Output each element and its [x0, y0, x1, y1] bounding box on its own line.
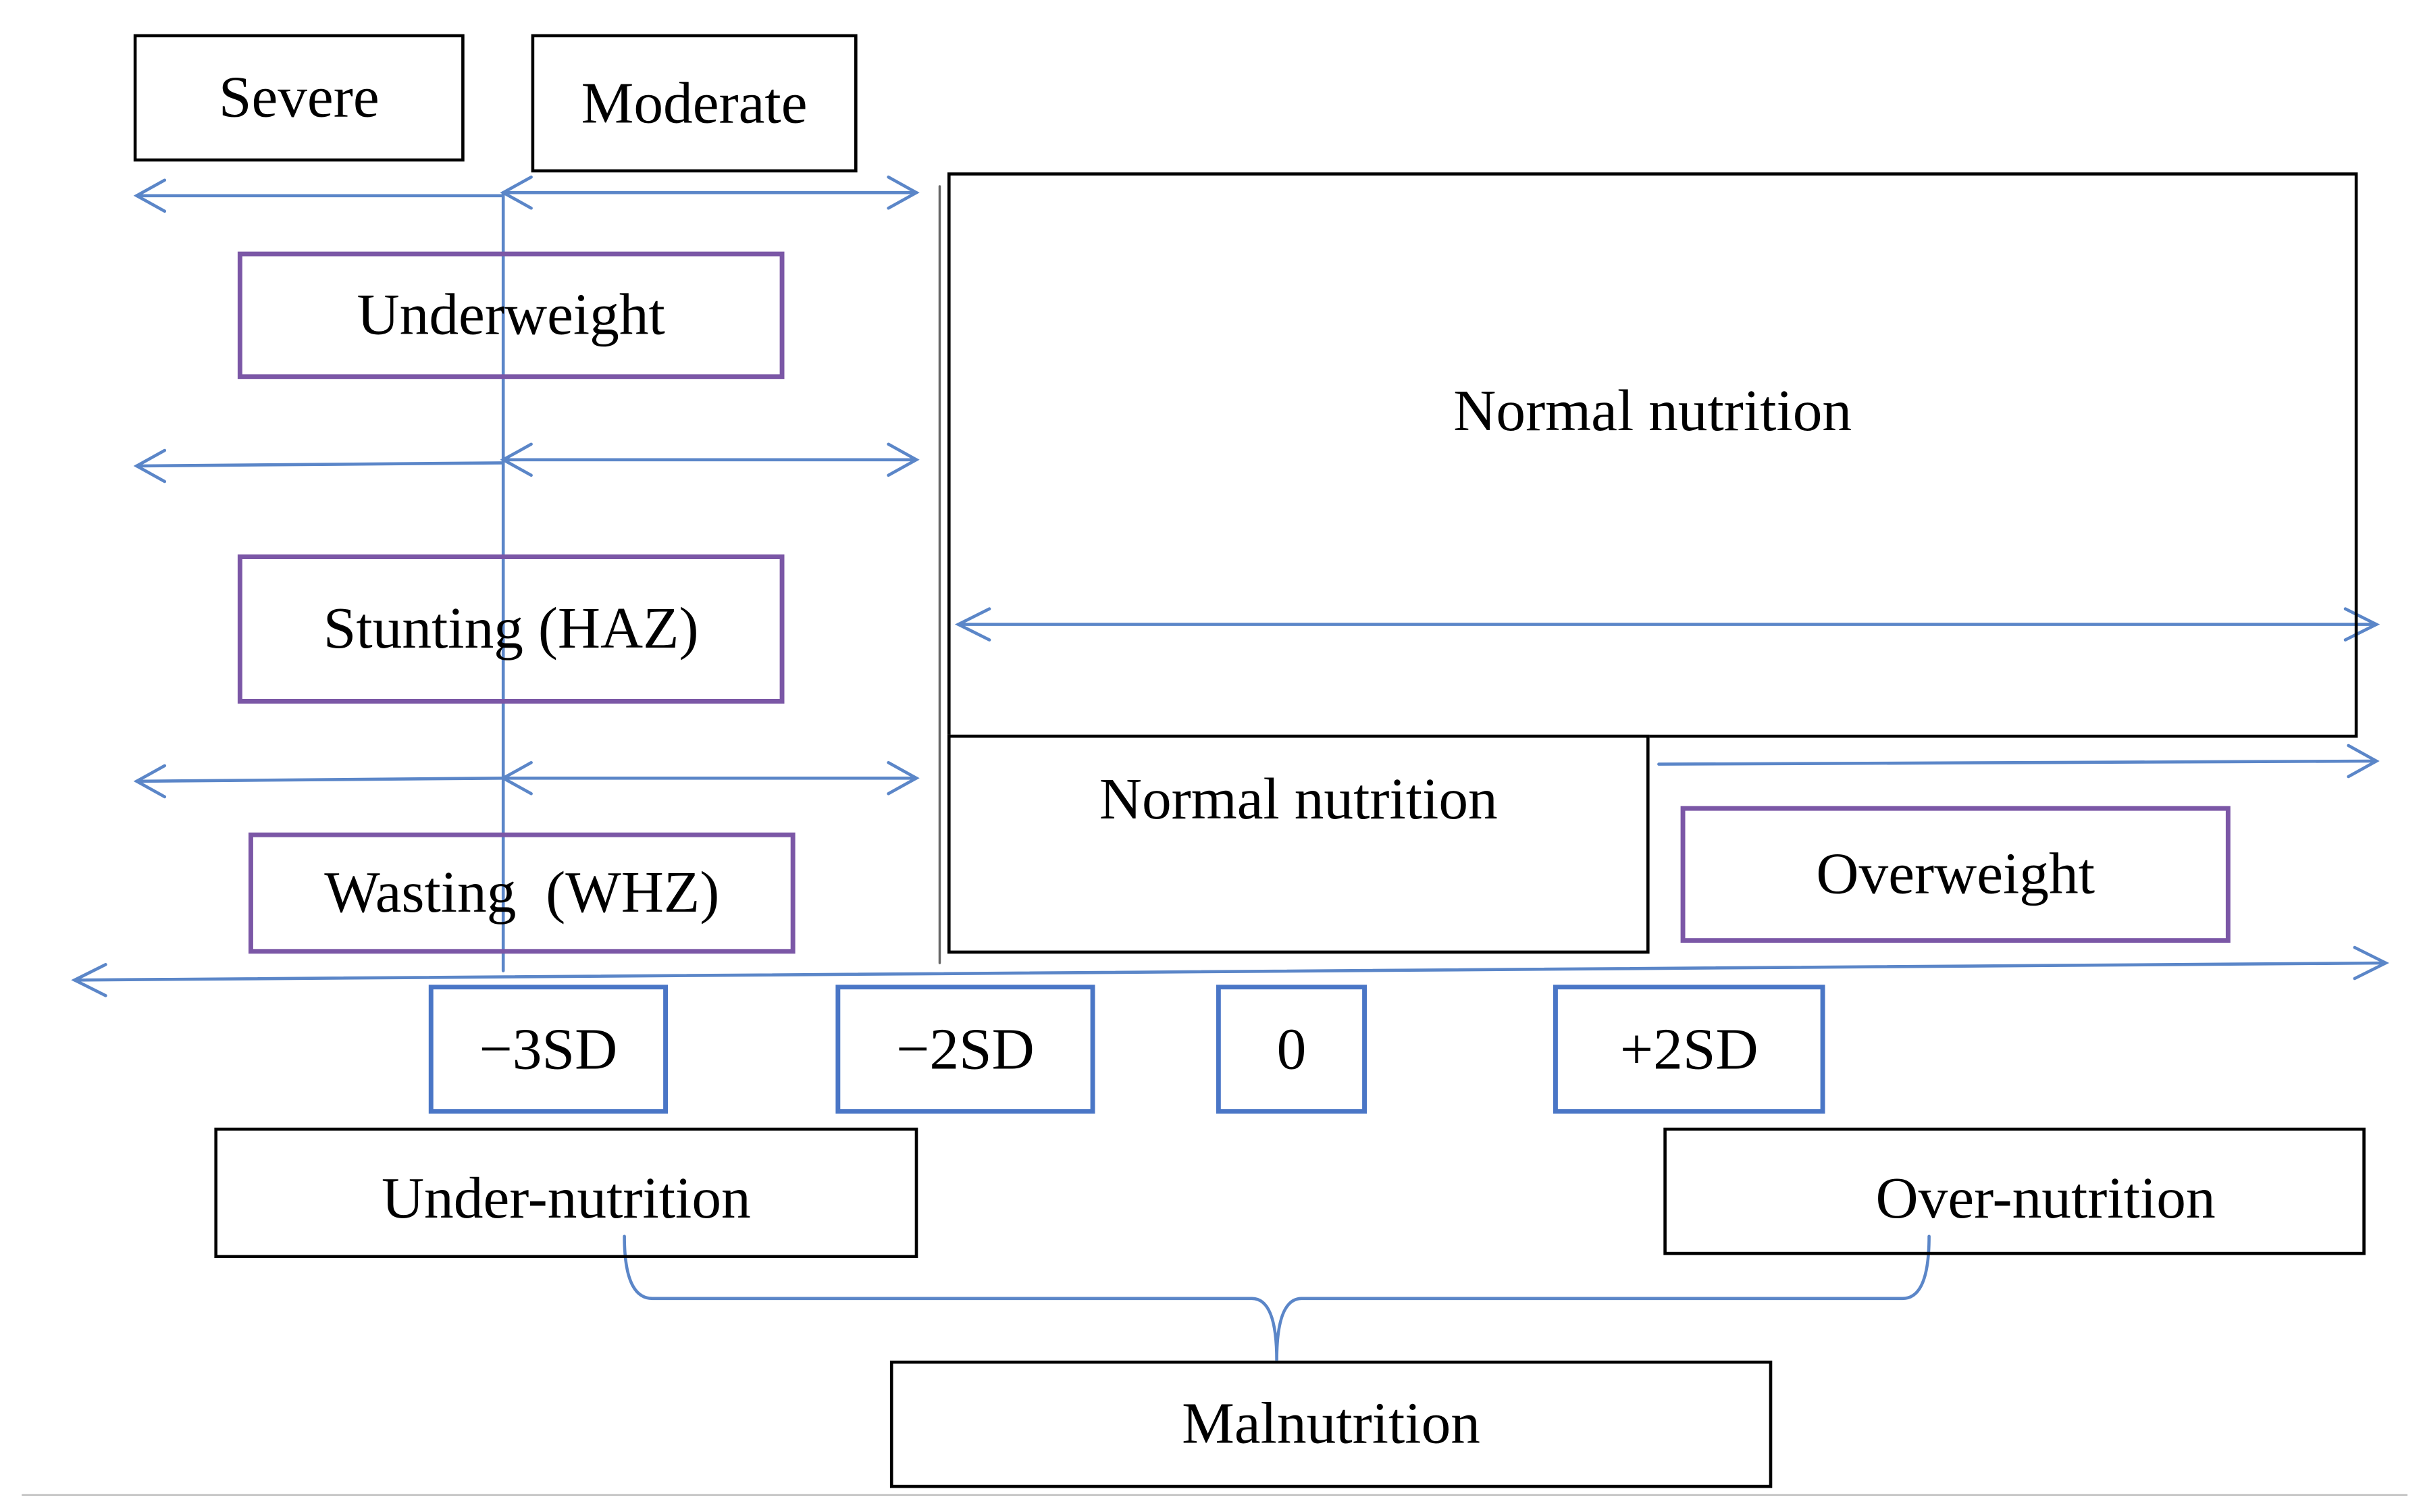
- normal-nutrition-large-box: Normal nutrition: [947, 172, 2358, 738]
- normal-nutrition-small-label: Normal nutrition: [1099, 767, 1498, 833]
- severe-arrow-row1: [133, 178, 505, 213]
- over-nutrition-box: Over-nutrition: [1663, 1127, 2366, 1255]
- malnutrition-brace: [623, 1234, 1931, 1361]
- moderate-arrow-row3: [500, 760, 920, 796]
- sd-plus2-label: +2SD: [1619, 1016, 1758, 1082]
- sd-minus3-box: −3SD: [428, 985, 668, 1114]
- normal-nutrition-large-label: Normal nutrition: [1453, 379, 1852, 444]
- underweight-box: Underweight: [237, 251, 785, 380]
- over-nutrition-label: Over-nutrition: [1875, 1166, 2216, 1232]
- under-nutrition-label: Under-nutrition: [381, 1166, 751, 1232]
- sd-minus2-box: −2SD: [835, 985, 1095, 1114]
- severe-arrow-row2: [133, 448, 505, 484]
- sd-minus3-label: −3SD: [479, 1016, 618, 1082]
- sd-axis-arrow: [71, 945, 2389, 997]
- severe-arrow-row3: [133, 764, 505, 799]
- wasting-box: Wasting (WHZ): [249, 832, 796, 954]
- malnutrition-label: Malnutrition: [1182, 1391, 1481, 1457]
- moderate-box: Moderate: [531, 34, 858, 173]
- moderate-arrow-row1: [500, 175, 920, 210]
- sd-zero-label: 0: [1276, 1016, 1307, 1082]
- stunting-box: Stunting (HAZ): [237, 554, 785, 704]
- underweight-label: Underweight: [357, 282, 665, 348]
- sd-minus2-label: −2SD: [896, 1016, 1035, 1082]
- sd-zero-box: 0: [1216, 985, 1367, 1114]
- normal-nutrition-small-box: Normal nutrition: [947, 734, 1650, 954]
- sd-plus2-box: +2SD: [1553, 985, 1825, 1114]
- malnutrition-box: Malnutrition: [889, 1360, 1773, 1488]
- under-nutrition-box: Under-nutrition: [214, 1127, 918, 1258]
- stunting-label: Stunting (HAZ): [323, 596, 699, 662]
- wasting-label: Wasting (WHZ): [324, 860, 720, 926]
- moderate-label: Moderate: [581, 70, 808, 136]
- severe-label: Severe: [218, 65, 380, 131]
- overweight-box: Overweight: [1680, 806, 2231, 943]
- moderate-arrow-row2: [500, 442, 920, 477]
- severe-box: Severe: [133, 34, 465, 162]
- overweight-label: Overweight: [1816, 841, 2095, 908]
- bottom-rule: [22, 1494, 2408, 1496]
- overweight-arrow: [1657, 744, 2380, 779]
